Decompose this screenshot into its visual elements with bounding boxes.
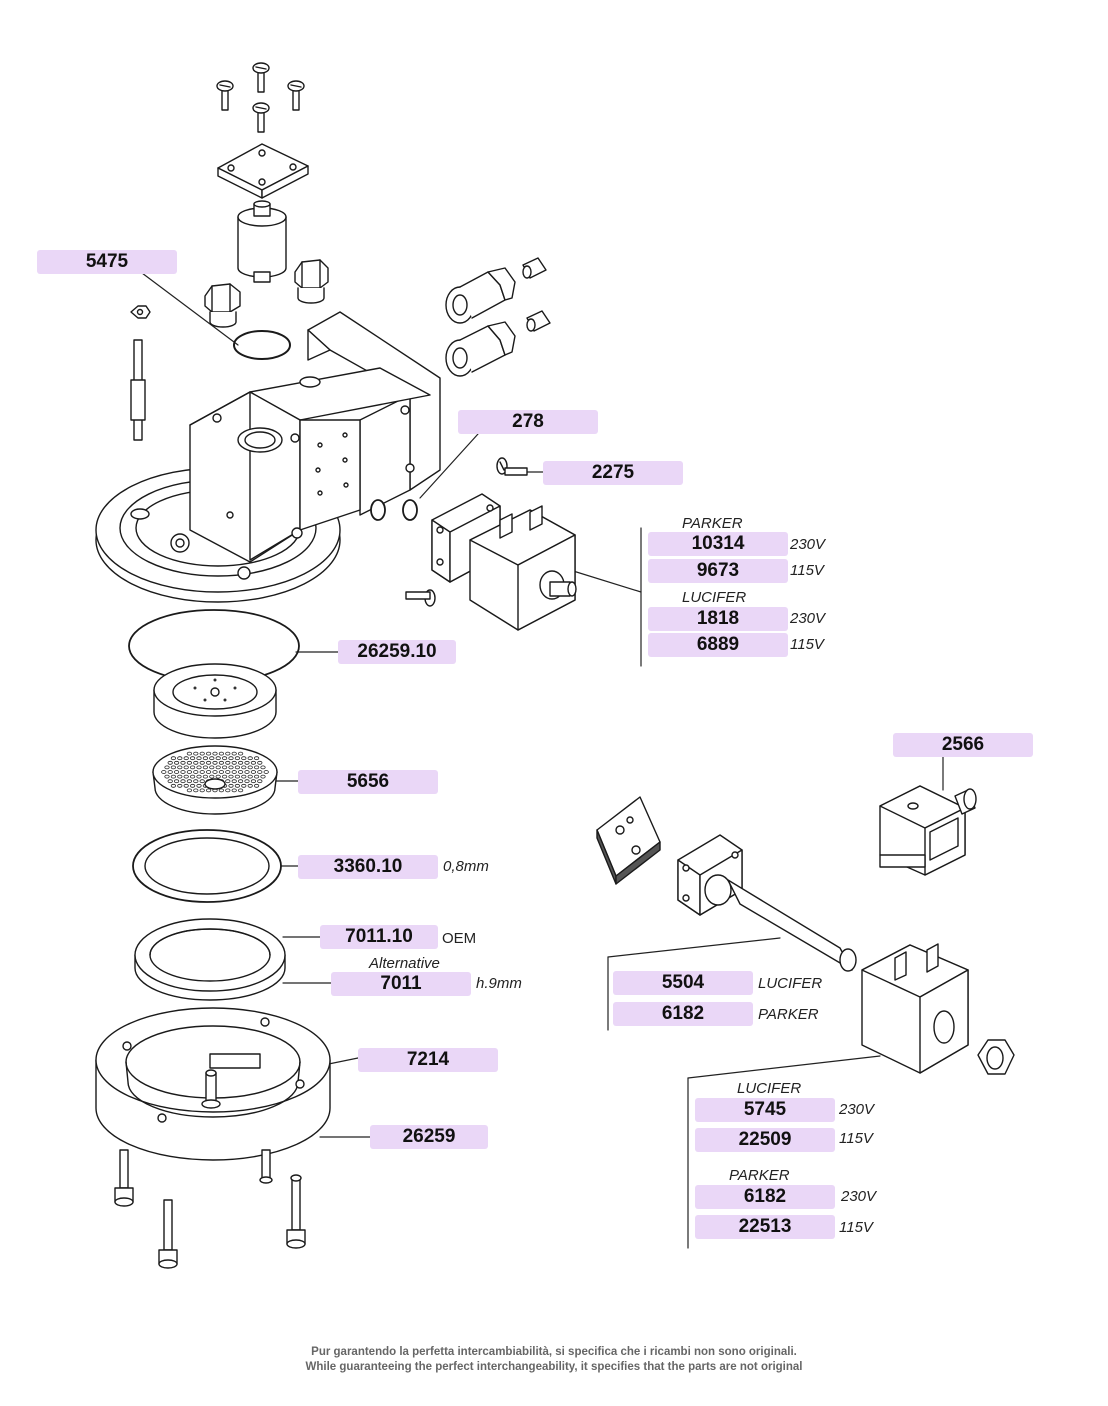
- note-115v-a: 115V: [790, 562, 824, 579]
- note-115v-d: 115V: [839, 1219, 873, 1236]
- note-230v-a: 230V: [790, 536, 826, 553]
- part-6182-coil: 6182: [695, 1185, 835, 1209]
- maker-lucifer-coil: LUCIFER: [737, 1080, 802, 1097]
- maker-lucifer-upper: LUCIFER: [682, 589, 747, 606]
- note-height: h.9mm: [476, 975, 522, 992]
- valve-tube-5504: [677, 834, 857, 972]
- note-230v-c: 230V: [839, 1101, 875, 1118]
- part-5504: 5504: [613, 971, 753, 995]
- ring-7011: [134, 918, 286, 1001]
- part-2566: 2566: [893, 733, 1033, 757]
- screw-lower: [405, 589, 436, 607]
- lock-nut: [977, 1039, 1015, 1075]
- part-278: 278: [458, 410, 598, 434]
- bottom-screws: [114, 1149, 306, 1269]
- part-22509: 22509: [695, 1128, 835, 1152]
- part-5745: 5745: [695, 1098, 835, 1122]
- note-oem: OEM: [442, 930, 477, 947]
- connector-2566: [879, 785, 977, 876]
- pipe-fittings: [445, 257, 551, 377]
- maker-parker-tube: PARKER: [758, 1006, 819, 1023]
- part-7214: 7214: [358, 1048, 498, 1072]
- top-screws: [216, 62, 305, 133]
- part-10314: 10314: [648, 532, 788, 556]
- note-230v-b: 230V: [790, 610, 826, 627]
- maker-parker-coil: PARKER: [729, 1167, 790, 1184]
- part-26259: 26259: [370, 1125, 488, 1149]
- note-230v-d: 230V: [841, 1188, 877, 1205]
- piston-cylinder: [237, 200, 287, 283]
- solenoid-valve-upper: [431, 493, 577, 631]
- shower-screen-5656: [152, 745, 278, 815]
- top-plate: [217, 143, 309, 199]
- note-115v-c: 115V: [839, 1130, 873, 1147]
- part-9673: 9673: [648, 559, 788, 583]
- part-26259-10: 26259.10: [338, 640, 456, 664]
- group-base-26259: [95, 1007, 331, 1161]
- o-ring-5475: [233, 330, 291, 360]
- o-rings-278: [370, 499, 418, 521]
- part-7011-10: 7011.10: [320, 925, 438, 949]
- note-115v-b: 115V: [790, 636, 824, 653]
- part-6889: 6889: [648, 633, 788, 657]
- maker-lucifer-tube: LUCIFER: [758, 975, 823, 992]
- gasket-3360-10: [132, 829, 282, 903]
- part-7011: 7011: [331, 972, 471, 996]
- part-1818: 1818: [648, 607, 788, 631]
- screw-2275: [496, 457, 528, 476]
- part-22513: 22513: [695, 1215, 835, 1239]
- part-3360-10: 3360.10: [298, 855, 438, 879]
- adjust-pin: [130, 305, 151, 441]
- maker-parker-upper: PARKER: [682, 515, 743, 532]
- coil-lower: [861, 943, 969, 1074]
- square-gasket: [596, 796, 661, 885]
- part-6182-tube: 6182: [613, 1002, 753, 1026]
- part-5475: 5475: [37, 250, 177, 274]
- note-thickness: 0,8mm: [443, 858, 489, 875]
- part-5656: 5656: [298, 770, 438, 794]
- note-alternative: Alternative: [369, 955, 440, 972]
- hex-caps: [204, 259, 329, 328]
- group-head-body: [95, 311, 441, 603]
- part-2275: 2275: [543, 461, 683, 485]
- footer-disclaimer-it: Pur garantendo la perfetta intercambiabi…: [311, 1346, 797, 1358]
- shower-holder: [153, 663, 277, 739]
- footer-disclaimer-en: While guaranteeing the perfect interchan…: [305, 1361, 803, 1373]
